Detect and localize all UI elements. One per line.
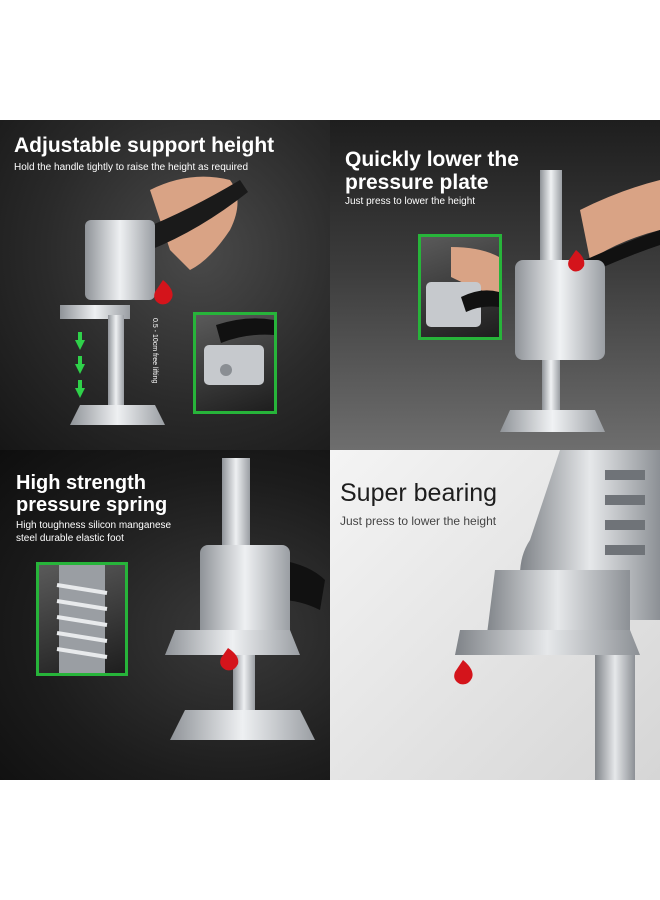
panel-title-line-1: High strength xyxy=(16,472,146,494)
handle-detail-inset xyxy=(193,312,277,414)
panel-title: Super bearing xyxy=(340,479,498,507)
panel-subtitle: Hold the handle tightly to raise the hei… xyxy=(14,162,249,173)
spring-detail-inset xyxy=(36,562,128,676)
panel-subtitle: High toughness silicon manganese steel d… xyxy=(16,520,171,545)
panel-title: High strength pressure spring xyxy=(16,472,167,516)
panel-adjustable-support-height: Adjustable support height Hold the handl… xyxy=(0,120,330,450)
handle-detail-image xyxy=(204,318,274,385)
panel-high-strength-spring: High strength pressure spring High tough… xyxy=(0,450,330,780)
spring-detail-image xyxy=(56,565,108,673)
lifter-tool-illustration xyxy=(500,170,660,432)
panel-title-line-2: pressure plate xyxy=(345,171,489,195)
panel-super-bearing: Super bearing Just press to lower the he… xyxy=(330,450,660,780)
panel-quickly-lower-plate: Quickly lower the pressure plate Just pr… xyxy=(330,120,660,450)
lifter-tool-illustration xyxy=(165,458,325,740)
panel-subtitle: Just press to lower the height xyxy=(340,514,497,528)
panel-title: Adjustable support height xyxy=(14,134,275,157)
handle-detail-image xyxy=(426,247,499,327)
lifting-range-note: 0.5 - 10cm free lifting xyxy=(151,318,158,384)
panel-subtitle: Just press to lower the height xyxy=(345,196,476,207)
panel-title: Quickly lower the pressure plate xyxy=(345,148,519,194)
panel-subtitle-line-1: High toughness silicon manganese xyxy=(16,520,172,531)
panel-title-line-2: pressure spring xyxy=(16,494,168,516)
panel-subtitle-line-2: steel durable elastic foot xyxy=(16,532,124,544)
panel-title-line-1: Quickly lower the xyxy=(345,148,519,171)
handle-detail-inset xyxy=(418,234,502,340)
lifter-tool-illustration xyxy=(60,176,248,425)
lifter-tool-closeup xyxy=(454,450,660,780)
